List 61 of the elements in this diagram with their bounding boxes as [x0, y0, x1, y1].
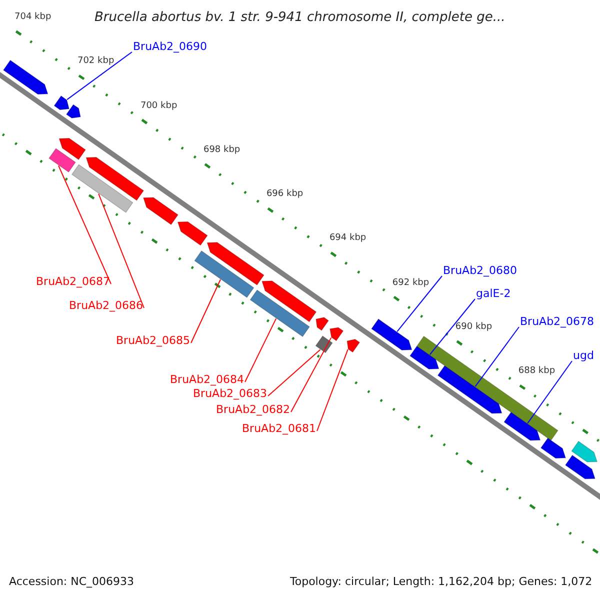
- leader-line: [244, 318, 277, 382]
- title: Brucella abortus bv. 1 str. 9-941 chromosome II, complete ge...: [94, 10, 506, 25]
- gene-block: [143, 197, 178, 226]
- gene-block: [437, 365, 502, 414]
- genome-info-text: Topology: circular; Length: 1,162,204 bp; Genes: 1,072: [290, 575, 592, 588]
- leader-line: [396, 276, 442, 332]
- gene-block: [564, 454, 596, 480]
- gene-block: [410, 346, 440, 370]
- leader-line: [474, 326, 520, 387]
- gene-label: BruAb2_0682: [216, 403, 290, 416]
- leader-line: [98, 193, 144, 308]
- gene-block: [504, 412, 541, 441]
- gene-block: [416, 336, 558, 441]
- gene-label: BruAb2_0680: [443, 264, 518, 277]
- scale-label: 692 kbp: [392, 278, 430, 289]
- gene-block: [371, 318, 412, 350]
- gene-block: [315, 336, 333, 354]
- scale-label: 694 kbp: [329, 233, 366, 244]
- leader-line: [190, 278, 221, 344]
- gene-label: BruAb2_0683: [193, 387, 268, 400]
- gene-label: BruAb2_0690: [133, 40, 208, 53]
- scale-label: 690 kbp: [455, 322, 492, 333]
- scale-label: 696 kbp: [266, 189, 304, 200]
- gene-label: BruAb2_0686: [69, 299, 144, 312]
- gene-block: [48, 148, 76, 173]
- leader-line: [66, 52, 132, 100]
- gene-block: [262, 280, 317, 322]
- gene-block: [2, 60, 48, 94]
- gene-label: BruAb2_0687: [36, 275, 110, 288]
- scale-label: 688 kbp: [518, 366, 556, 378]
- gene-block: [194, 250, 254, 298]
- gene-label: galE-2: [476, 287, 511, 300]
- gene-label: BruAb2_0681: [242, 422, 316, 435]
- gene-label: BruAb2_0678: [520, 315, 594, 328]
- leader-line: [290, 337, 332, 412]
- gene-block: [540, 438, 566, 458]
- gene-block: [316, 317, 329, 331]
- gene-block: [58, 138, 86, 160]
- gene-label: ugd: [573, 349, 594, 362]
- gene-block: [54, 95, 70, 110]
- scale-label: 702 kbp: [77, 56, 114, 68]
- gene-block: [206, 242, 264, 286]
- leader-line: [58, 165, 112, 284]
- accession-text: Accession: NC_006933: [9, 575, 134, 588]
- gene-block: [177, 221, 208, 246]
- gene-block: [66, 104, 81, 118]
- gene-block: [86, 157, 144, 201]
- scale-label: 698 kbp: [203, 144, 240, 156]
- leader-line: [316, 348, 348, 432]
- leader-line: [268, 349, 321, 396]
- gene-label: BruAb2_0684: [170, 373, 244, 386]
- scale-label: 704 kbp: [14, 12, 52, 23]
- leader-line: [429, 298, 476, 356]
- leader-line: [527, 360, 572, 424]
- gene-block: [330, 327, 344, 342]
- gene-label: BruAb2_0685: [116, 334, 190, 347]
- gene-block: [346, 338, 360, 353]
- gene-block: [71, 164, 134, 213]
- gene-block: [571, 440, 598, 462]
- scale-label: 700 kbp: [140, 100, 178, 112]
- gene-block: [250, 290, 310, 338]
